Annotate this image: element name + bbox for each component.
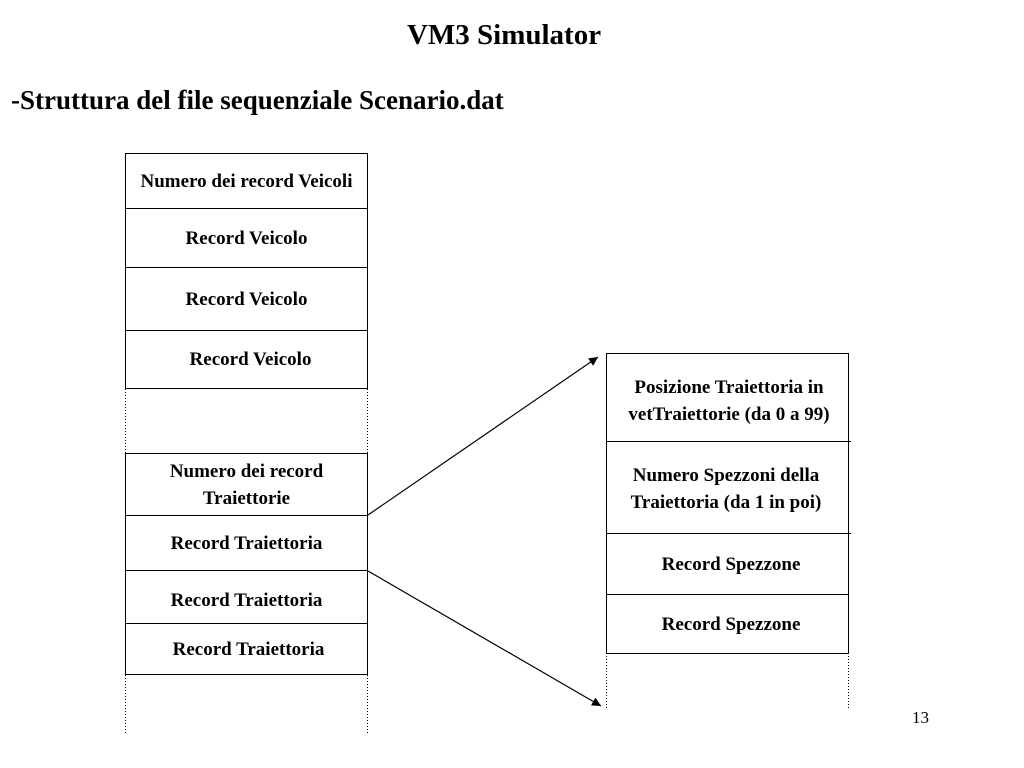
trajectory-record-label: Record Traiettoria [172,638,325,660]
segment-block-frame [606,353,851,654]
slide-subtitle: -Struttura del file sequenziale Scenario… [11,85,504,115]
vehicle-record-label: Record Veicolo [189,349,312,370]
segment-record-cell: Record Spezzone [611,595,851,653]
expand-arrow-top [367,356,599,516]
trajectory-record-label: Record Traiettoria [170,532,323,554]
segment-block-continuation [606,653,849,710]
vehicle-record-cell: Record Veicolo [130,331,371,388]
trajectory-count-label: Numero dei record Traiettorie [169,460,324,509]
vehicle-record-cell: Record Veicolo [126,209,367,267]
vehicle-record-label: Record Veicolo [185,227,308,249]
segment-count-cell: Numero Spezzoni della Traiettoria (da 1 … [606,446,846,532]
trajectory-record-cell: Record Traiettoria [126,573,367,627]
trajectory-record-label: Record Traiettoria [170,589,323,611]
expand-arrow-bottom [367,570,602,707]
trajectory-record-cell: Record Traiettoria [128,624,369,674]
page-number: 13 [912,708,929,727]
segment-record-label: Record Spezzone [661,553,801,575]
vehicle-count-cell: Numero dei record Veicoli [126,154,367,208]
segment-record-cell: Record Spezzone [611,534,851,594]
vehicle-record-cell: Record Veicolo [126,268,367,330]
trajectory-block-frame [125,453,368,675]
trajectory-record-cell: Record Traiettoria [126,516,367,570]
trajectory-block-continuation [125,675,368,735]
segment-count-label: Numero Spezzoni della Traiettoria (da 1 … [630,465,822,513]
vehicle-block-continuation [125,389,368,453]
trajectory-position-label: Posizione Traiettoria in vetTraiettorie … [628,377,830,425]
trajectory-position-cell: Posizione Traiettoria in vetTraiettorie … [609,358,849,444]
vehicle-record-label: Record Veicolo [185,288,308,310]
vehicle-block-frame [125,153,368,389]
trajectory-count-cell: Numero dei record Traiettorie [126,454,367,515]
slide-title: VM3 Simulator [406,19,602,51]
segment-record-label: Record Spezzone [661,613,801,635]
vehicle-count-label: Numero dei record Veicoli [140,170,353,192]
